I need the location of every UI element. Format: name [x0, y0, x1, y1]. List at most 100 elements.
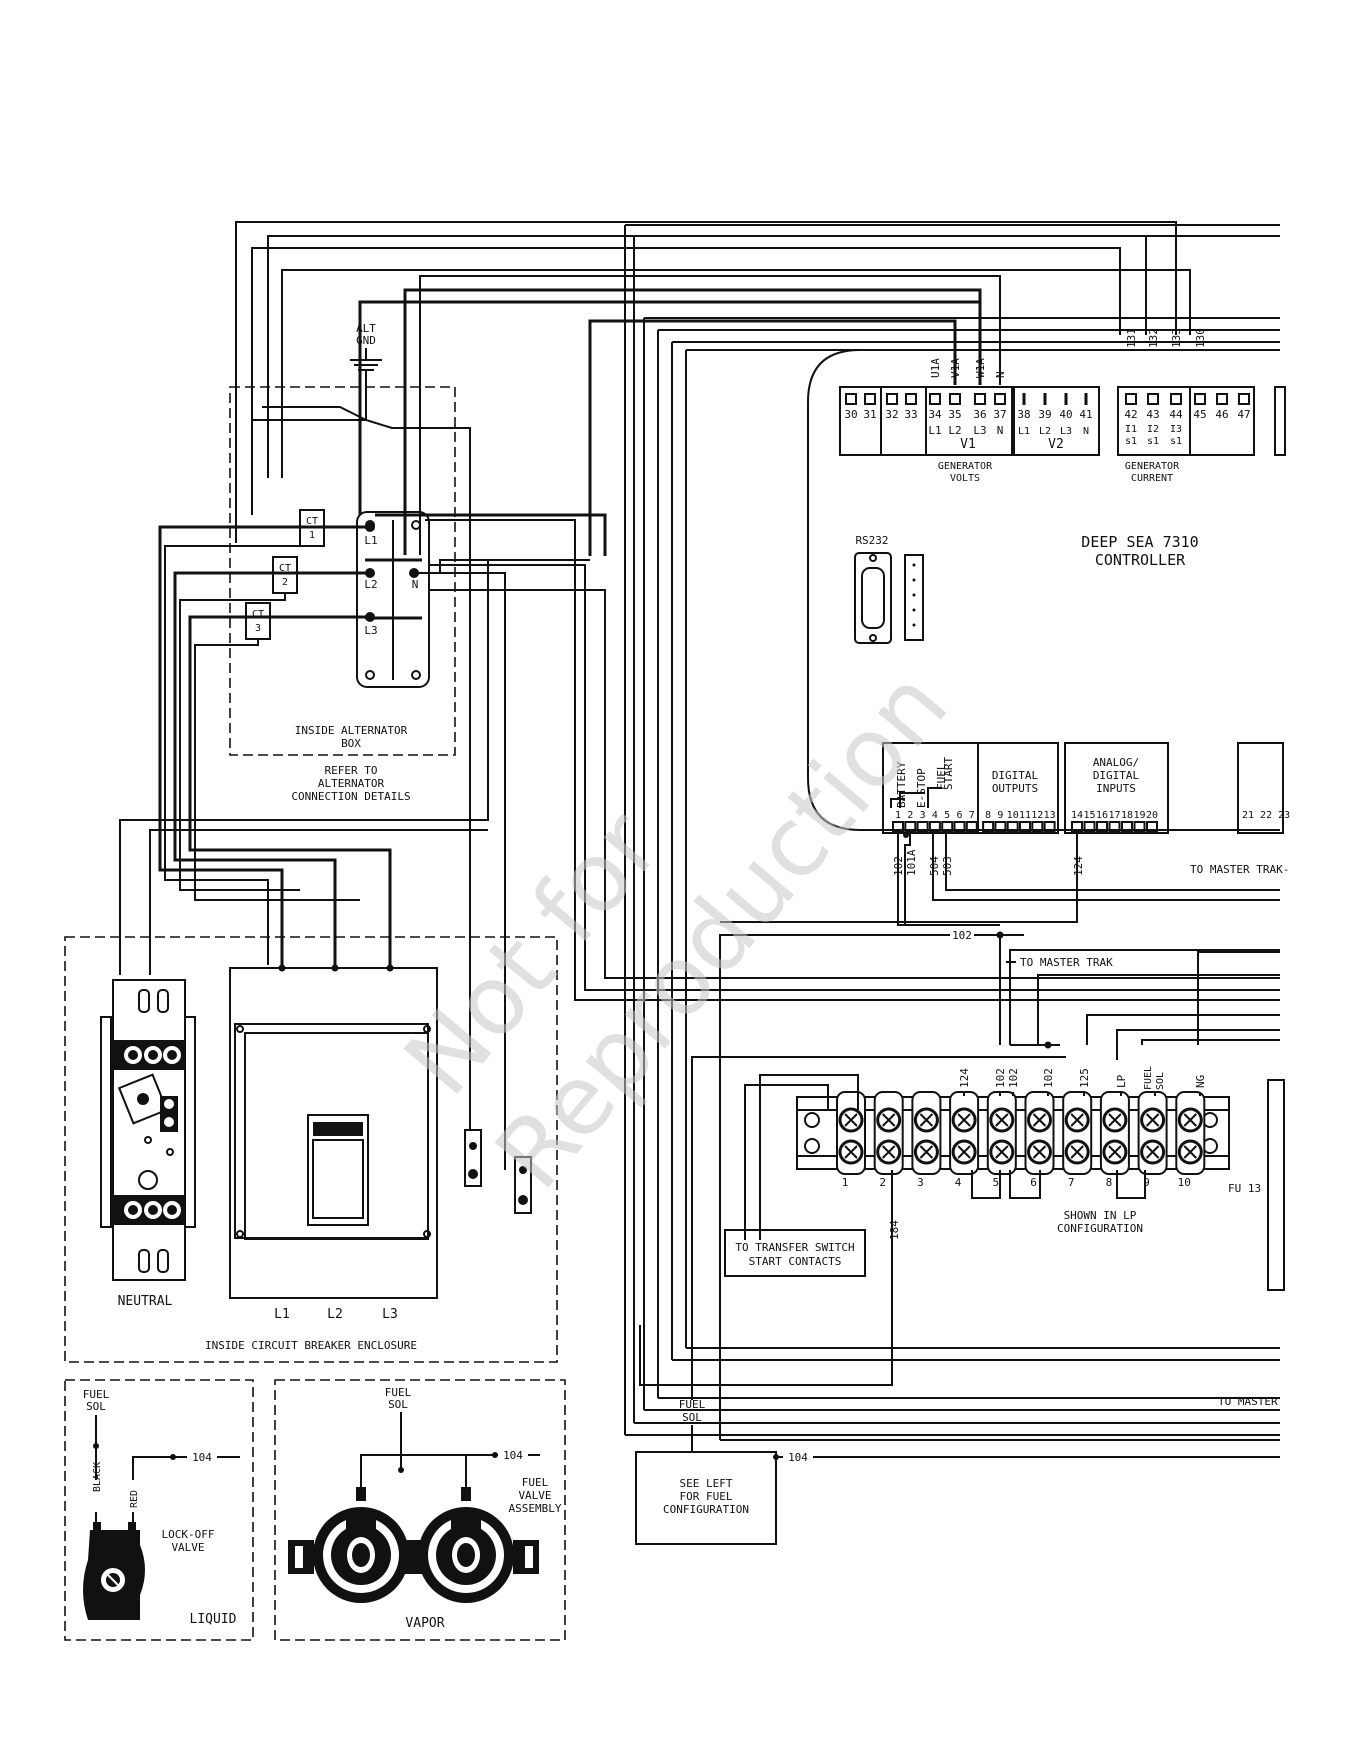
curr-sub: I1 — [1125, 424, 1137, 435]
tb-number: 5 — [992, 1176, 999, 1189]
dig-pin: 6 — [956, 810, 962, 821]
bottom-wire-label: 124 — [1072, 856, 1085, 876]
lock-off-valve-2: VALVE — [171, 1541, 204, 1554]
tb-wire-label: NG — [1194, 1075, 1207, 1088]
volt-wire-label: W1A — [974, 358, 987, 378]
v2-pin: 41 — [1079, 408, 1092, 421]
dig-pin-box — [1019, 821, 1031, 832]
dig-pin-box — [892, 821, 904, 832]
alt-gnd-label-2: GND — [356, 334, 376, 347]
v2-pin: 38 — [1017, 408, 1030, 421]
aux-pins: 21 22 23 — [1242, 810, 1290, 821]
liquid-wire-104: 104 — [192, 1451, 212, 1464]
volts-pin-box — [864, 393, 876, 405]
alt-box-title-1: INSIDE ALTERNATOR — [295, 724, 408, 737]
volts-phase: N — [997, 424, 1004, 437]
analog-pin: 14 — [1071, 810, 1083, 821]
svg-text:3: 3 — [255, 623, 261, 634]
fuel-sol-main-1: FUEL — [679, 1398, 706, 1411]
v2-phase: L3 — [1060, 426, 1072, 437]
dig-pin-box — [953, 821, 966, 832]
curr-pin-box — [1170, 393, 1182, 405]
volts-pin-box — [974, 393, 986, 405]
to-master-trak-2: TO MASTER TRAK — [1020, 956, 1113, 969]
gen-current-block — [1117, 386, 1255, 456]
svg-text:CT: CT — [252, 609, 264, 620]
curr-pin-box — [1147, 393, 1159, 405]
dig-pin-box — [928, 821, 941, 832]
red-wire-label: RED — [129, 1490, 140, 1508]
curr-pin: 44 — [1169, 408, 1183, 421]
v2-label: V2 — [1048, 437, 1064, 452]
dig-pin: 4 — [932, 810, 938, 821]
volts-pin: 33 — [904, 408, 917, 421]
aux-block — [1237, 742, 1284, 834]
curr-pin: 42 — [1124, 408, 1137, 421]
analog-pin: 18 — [1121, 810, 1133, 821]
tb-wire-label: SOL — [1155, 1072, 1166, 1090]
cb-l3: L3 — [382, 1307, 398, 1322]
black-wire-label: BLACK — [92, 1462, 103, 1492]
cb-enclosure-label: INSIDE CIRCUIT BREAKER ENCLOSURE — [205, 1339, 417, 1352]
tb-wire-label: 125 — [1078, 1068, 1091, 1088]
vapor-label: VAPOR — [405, 1616, 444, 1631]
analog-pin: 20 — [1146, 810, 1158, 821]
vapor-fuel-config: FUEL SOL 104 FUEL VALVE ASSEMBLY — [274, 1379, 566, 1641]
transfer-switch-1: TO TRANSFER SWITCH — [735, 1241, 854, 1254]
liquid-label: LIQUID — [190, 1612, 237, 1627]
liquid-fuel-sol-1: FUEL — [83, 1388, 110, 1401]
volts-pin-box — [905, 393, 917, 405]
rs232-port — [854, 552, 892, 644]
v2-phase: L1 — [1018, 426, 1030, 437]
tb-wire-label: FUEL — [1143, 1066, 1154, 1090]
term-l3: L3 — [364, 624, 377, 637]
curr-sub: s1 — [1147, 436, 1159, 447]
power-label: FUEL — [935, 763, 948, 790]
refer-2: ALTERNATOR — [318, 777, 385, 790]
curr-sub: s1 — [1125, 436, 1137, 447]
alternator-terminal-board — [356, 511, 430, 688]
neutral-label: NEUTRAL — [118, 1294, 173, 1309]
curr-pin-box — [1125, 393, 1137, 405]
dig-pin: 5 — [944, 810, 950, 821]
fva-2: VALVE — [518, 1489, 551, 1502]
dig-pin-box — [904, 821, 917, 832]
v1-label: V1 — [960, 437, 976, 452]
v2-phase: N — [1083, 426, 1089, 437]
analog-pin: 17 — [1108, 810, 1120, 821]
curr-sub: s1 — [1170, 436, 1182, 447]
term-n: N — [412, 578, 419, 591]
wire-104-main: 104 — [788, 1451, 808, 1464]
tb-wire-label: 102 — [994, 1068, 1007, 1088]
liquid-fuel-config: FUEL SOL 104 BLACK RED LOCK-OFF VALVE LI… — [64, 1379, 254, 1641]
lp-config-1: SHOWN IN LP — [1064, 1209, 1137, 1222]
volts-pin: 35 — [948, 408, 961, 421]
curr-pin: 47 — [1237, 408, 1250, 421]
fuel-config-ref: FUEL SOL SEE LEFT FOR FUEL CONFIGURATION… — [635, 1398, 1280, 1545]
analog-inputs-block — [1064, 742, 1169, 834]
tb-wire-label: 124 — [958, 1068, 971, 1088]
wire-184-label: 184 — [888, 1220, 901, 1240]
volts-phase: L3 — [973, 424, 986, 437]
tb-number: 2 — [879, 1176, 886, 1189]
bottom-wire-label: 503 — [941, 856, 954, 876]
rs232-label: RS232 — [855, 534, 888, 547]
analog-inputs-1: ANALOG/ — [1093, 756, 1139, 769]
ground-lug-1 — [464, 1129, 482, 1187]
liquid-fuel-sol-2: SOL — [86, 1400, 106, 1413]
tb-number: 9 — [1143, 1176, 1150, 1189]
dig-pin: 11 — [1019, 810, 1031, 821]
analog-pin-box — [1071, 821, 1083, 832]
tb-number: 1 — [842, 1176, 849, 1189]
vapor-fuel-sol-2: SOL — [388, 1398, 408, 1411]
gen-v2-block — [1013, 386, 1100, 456]
tb-number: 3 — [917, 1176, 924, 1189]
curr-pin: 43 — [1146, 408, 1159, 421]
alt-gnd-label-1: ALT — [356, 322, 376, 335]
lock-off-valve-1: LOCK-OFF — [162, 1528, 215, 1541]
analog-pin: 16 — [1096, 810, 1108, 821]
curr-sub: I3 — [1170, 424, 1182, 435]
analog-pin: 15 — [1083, 810, 1095, 821]
v2-pin: 40 — [1059, 408, 1072, 421]
